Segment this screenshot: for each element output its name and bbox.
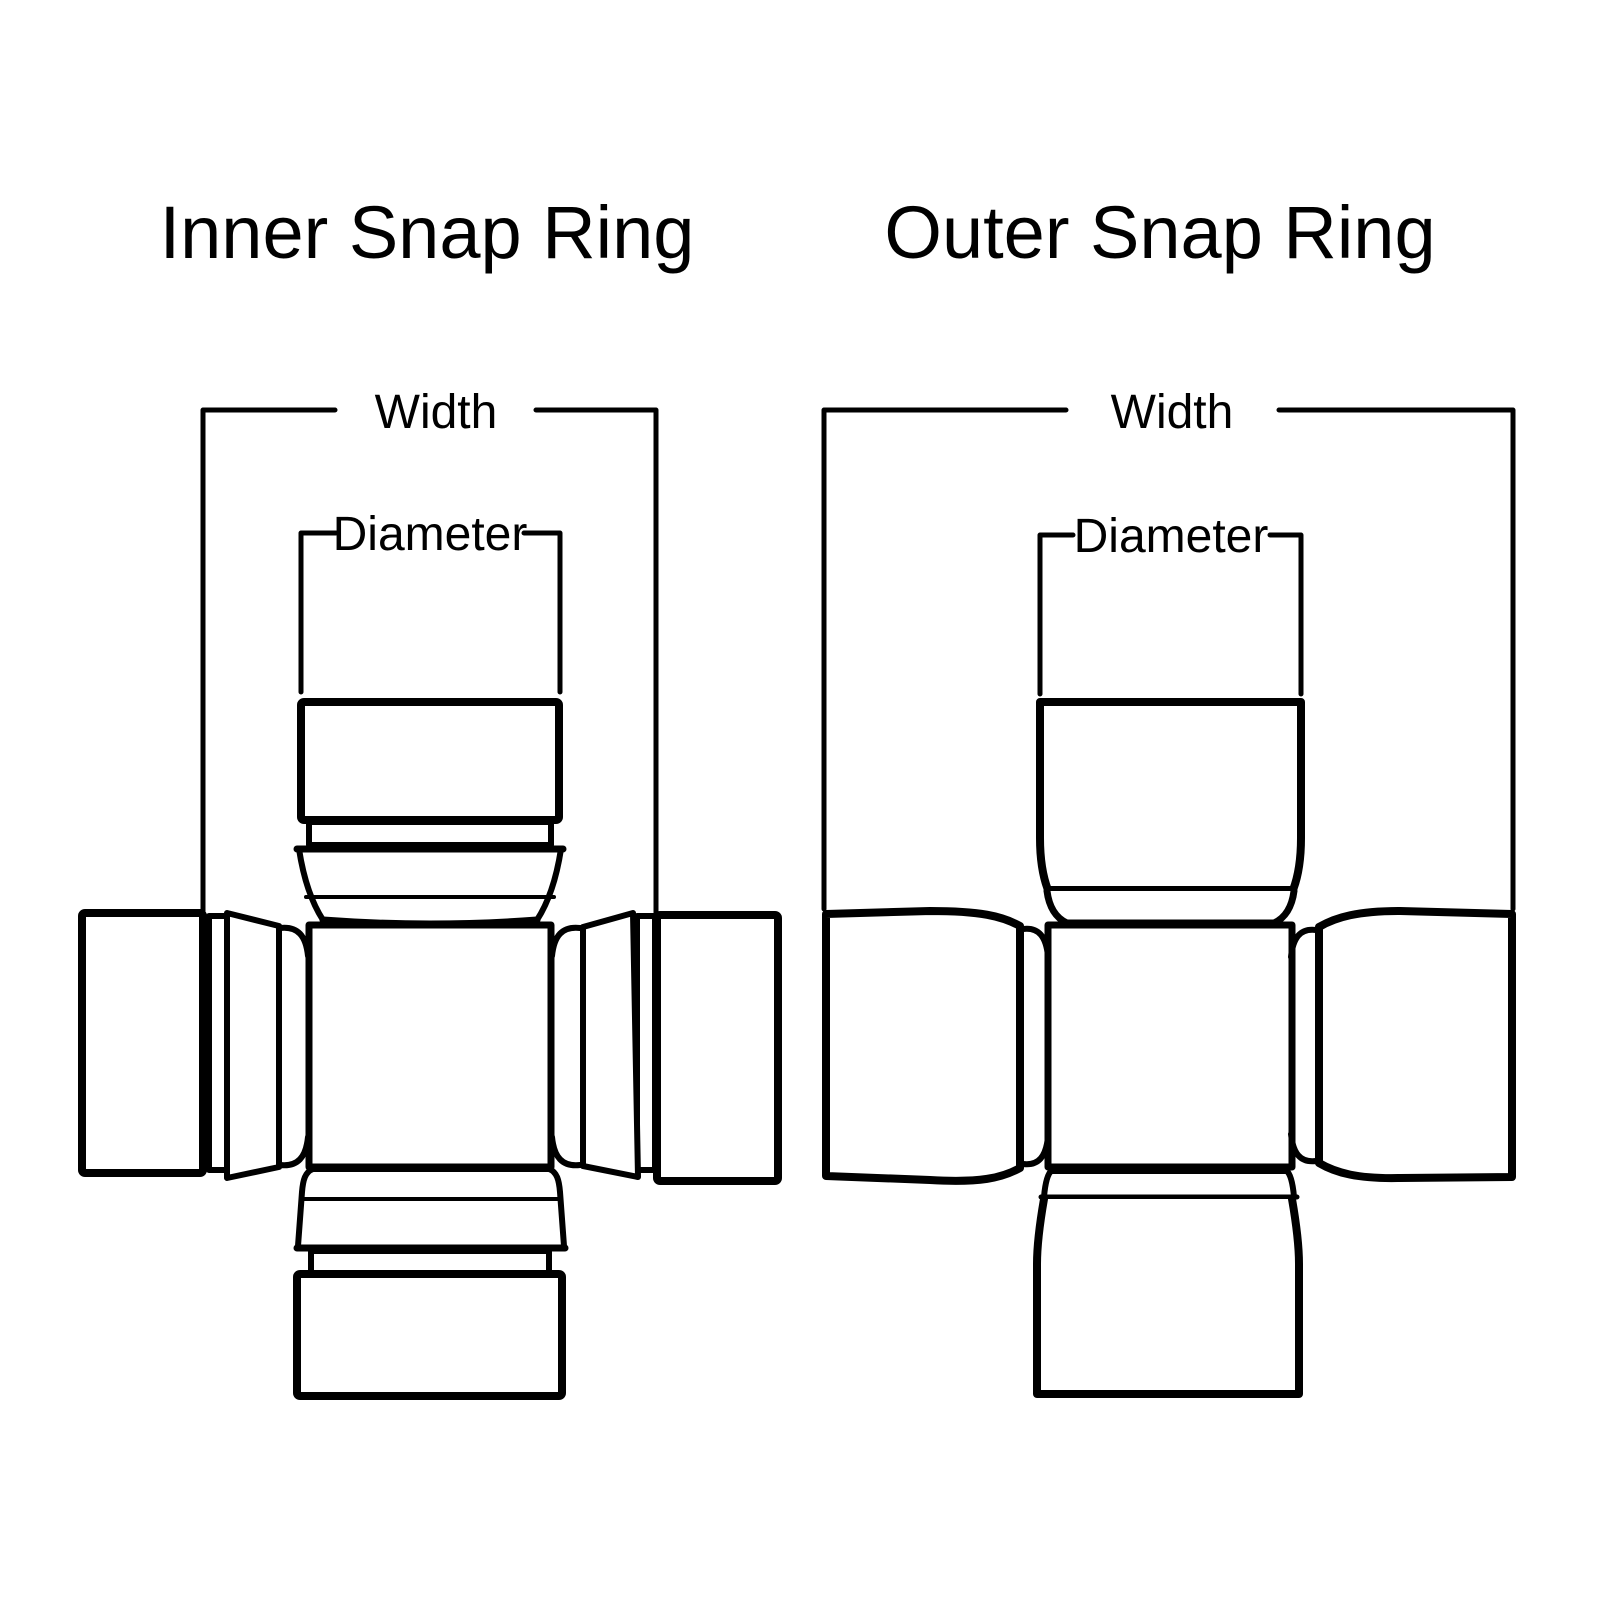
- diagram-title: Inner Snap Ring: [160, 191, 695, 274]
- inner-snap-ring-diagram: Inner Snap Ring Width Diameter: [78, 191, 782, 1400]
- bearing-cap-left: [78, 909, 207, 1177]
- seal-bottom-left-shoulder: [295, 1166, 316, 1249]
- trunnion-fillet-top-right: [549, 924, 583, 959]
- diagram-title: Outer Snap Ring: [884, 191, 1435, 274]
- right-arm: [1315, 907, 1516, 1183]
- left-arm: [822, 907, 1024, 1185]
- diameter-bracket: [298, 530, 563, 695]
- seal-bottom-right-shoulder: [546, 1166, 567, 1249]
- diameter-bracket: [1037, 532, 1304, 697]
- right-arm: [580, 910, 782, 1185]
- seal-top-left-side: [296, 846, 326, 923]
- cross-body: [1044, 921, 1296, 1171]
- bearing-cap-bottom: [293, 1270, 566, 1400]
- trunnion-fillet-bottom-left: [1020, 1134, 1051, 1168]
- width-label: Width: [1111, 386, 1234, 439]
- trunnion-fillet-top-right: [1288, 926, 1319, 960]
- width-bracket: [200, 407, 659, 916]
- snap-ring-band-top: [306, 819, 554, 848]
- trunnion-fillet-top-left: [277, 924, 311, 959]
- bearing-cap-top: [1036, 698, 1305, 894]
- bearing-cap-right: [653, 911, 782, 1185]
- diameter-label: Diameter: [333, 508, 528, 561]
- seal-top-right-side: [534, 846, 564, 923]
- bearing-cap-bottom: [1033, 1195, 1303, 1398]
- bottom-arm: [293, 1166, 569, 1400]
- width-bracket: [821, 407, 1516, 912]
- top-arm: [1036, 698, 1305, 927]
- width-label: Width: [375, 386, 498, 439]
- seal-right: [580, 910, 641, 1180]
- seal-bottom-right-shoulder: [1283, 1167, 1297, 1200]
- seal-bottom-left-shoulder: [1041, 1167, 1055, 1200]
- cross-body: [305, 921, 555, 1171]
- trunnion-fillet-bottom-left: [277, 1134, 311, 1169]
- seal-top: [1043, 887, 1298, 927]
- trunnion-fillet-bottom-right: [1288, 1131, 1319, 1165]
- bearing-cap-top: [297, 698, 563, 824]
- bottom-arm: [1033, 1167, 1303, 1398]
- seal-left: [224, 910, 282, 1181]
- bearing-cap-right: [1315, 907, 1516, 1183]
- diameter-label: Diameter: [1074, 510, 1269, 563]
- top-arm: [293, 698, 567, 928]
- bearing-cap-left: [822, 907, 1024, 1185]
- trunnion-fillet-top-left: [1020, 925, 1051, 959]
- trunnion-fillet-bottom-right: [549, 1134, 583, 1169]
- outer-snap-ring-diagram: Outer Snap Ring Width Diameter: [821, 191, 1516, 1398]
- left-arm: [78, 909, 282, 1181]
- snap-ring-band-bottom: [308, 1248, 552, 1276]
